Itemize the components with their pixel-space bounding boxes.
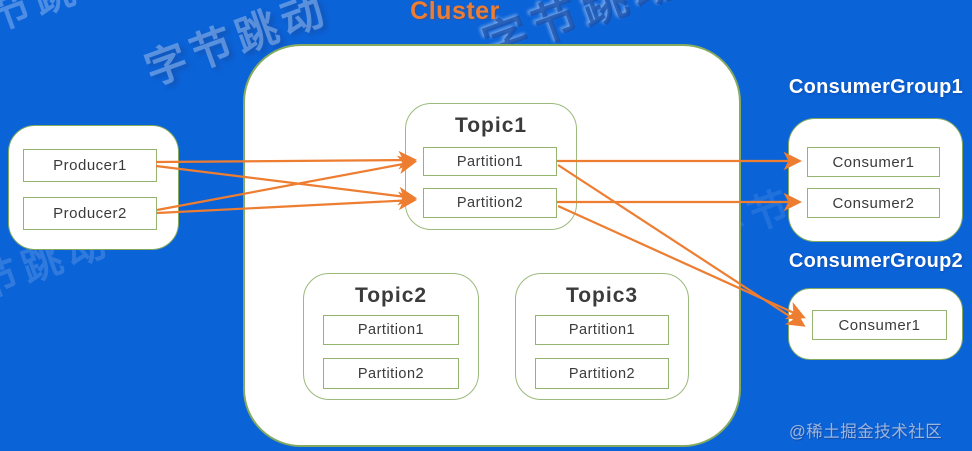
partition-node: Partition2 [323,358,459,389]
consumer-group-label: ConsumerGroup1 [788,76,964,98]
credit-text: @稀土掘金技术社区 [789,423,943,441]
consumer-node: Consumer1 [807,147,940,177]
watermark-text: 字节跳动 [0,0,130,55]
consumer-group-box [788,118,963,242]
topic-title: Topic3 [565,284,639,307]
producer-node: Producer2 [23,197,157,230]
partition-node: Partition2 [535,358,669,389]
consumer-group-label: ConsumerGroup2 [788,250,964,272]
topic-title: Topic1 [454,114,528,137]
partition-node: Partition2 [423,188,557,218]
producer-node: Producer1 [23,149,157,182]
partition-node: Partition1 [323,315,459,345]
consumer-node: Consumer1 [812,310,947,340]
cluster-title: Cluster [410,0,500,25]
consumer-node: Consumer2 [807,188,940,218]
partition-node: Partition1 [535,315,669,345]
partition-node: Partition1 [423,147,557,176]
topic-title: Topic2 [354,284,428,307]
producers-group-box [8,125,179,250]
